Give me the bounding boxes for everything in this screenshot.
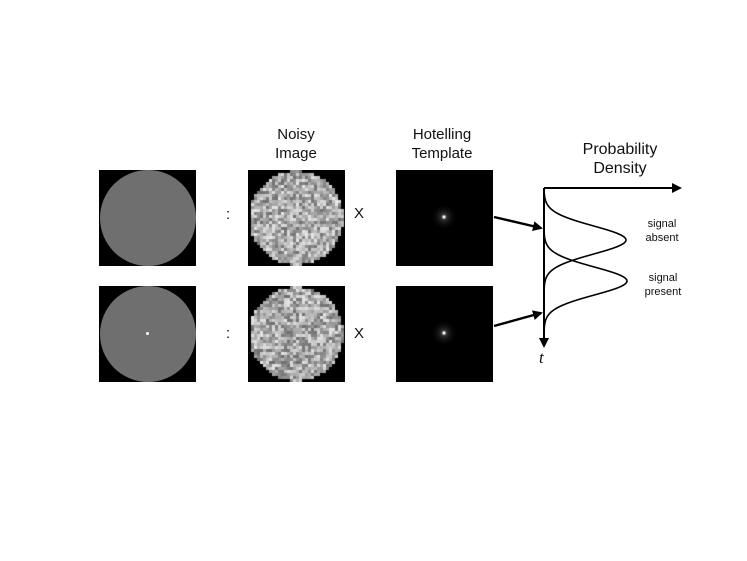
signal-present-label-line1: signal (648, 272, 678, 284)
probability-density-title: Probability Density (560, 140, 680, 178)
signal-absent-label-line1: signal (647, 218, 677, 230)
colon-operator-row1: : (226, 206, 231, 223)
hotelling-template-title-line2: Template (411, 145, 473, 162)
signal-present-label: signal present (633, 271, 693, 299)
hotelling-template-title: Hotelling Template (392, 125, 492, 163)
signal-present-label-line2: present (644, 286, 682, 298)
template-canvas-row2 (396, 286, 493, 382)
object-image-signal-present (99, 286, 196, 382)
t-axis-label: t (539, 348, 544, 367)
noisy-image-title-line2: Image (275, 145, 317, 162)
template-output-arrow-row2 (493, 310, 543, 328)
multiply-operator-row1: X (354, 205, 365, 222)
hotelling-template-title-line1: Hotelling (412, 126, 472, 143)
noisy-image-title-line1: Noisy (277, 126, 315, 143)
noisy-image-row2 (248, 286, 345, 382)
hotelling-template-row1 (396, 170, 493, 266)
signal-dot (146, 332, 149, 335)
background-disk (100, 170, 196, 266)
noisy-image-row1 (248, 170, 345, 266)
signal-absent-label-line2: absent (645, 232, 679, 244)
hotelling-template-row2 (396, 286, 493, 382)
noise-canvas-row2 (248, 286, 345, 382)
colon-operator-row2: : (226, 325, 231, 342)
probability-density-title-line1: Probability (582, 141, 658, 158)
signal-absent-curve (543, 193, 627, 293)
multiply-operator-row2: X (354, 325, 365, 342)
template-output-arrow-row1 (493, 215, 543, 232)
signal-absent-label: signal absent (632, 217, 692, 245)
noisy-image-title: Noisy Image (246, 125, 346, 163)
template-canvas-row1 (396, 170, 493, 266)
noise-canvas-row1 (248, 170, 345, 266)
signal-present-curve (543, 231, 628, 331)
object-image-signal-absent (99, 170, 196, 266)
probability-density-title-line2: Density (593, 160, 647, 177)
